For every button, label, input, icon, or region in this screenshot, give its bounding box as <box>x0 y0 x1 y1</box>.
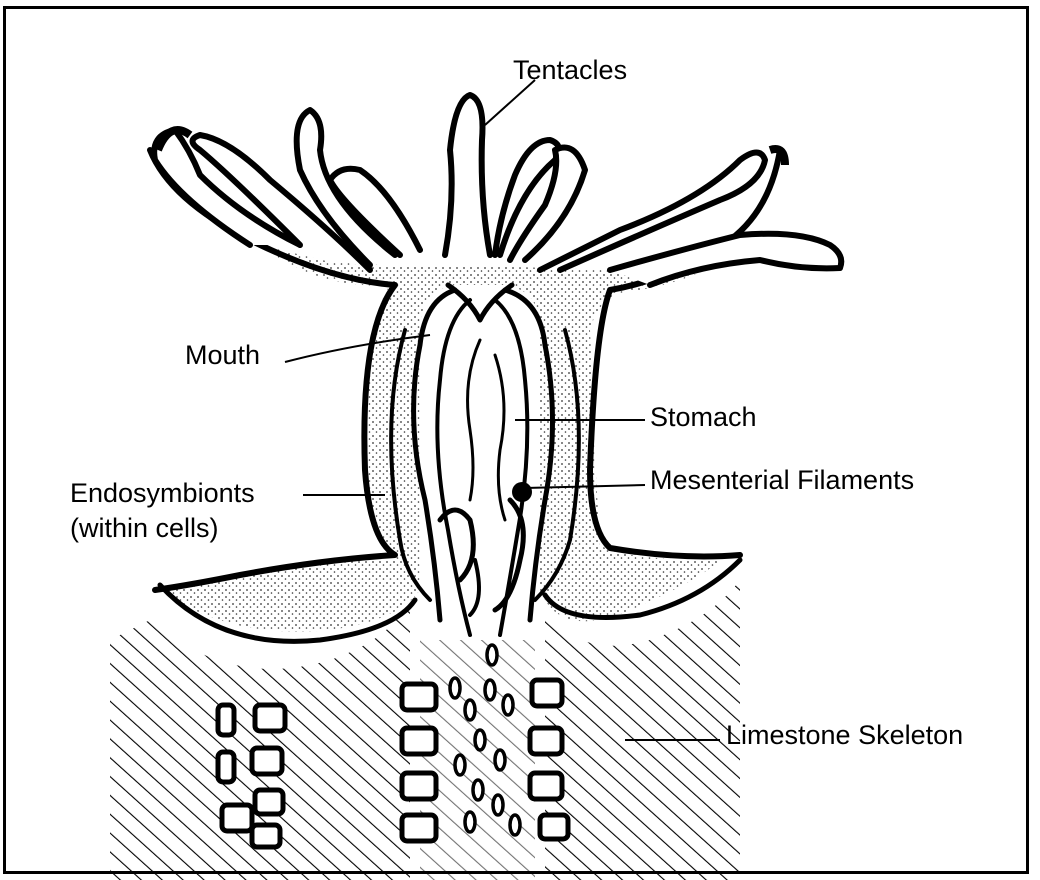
limestone-skeleton-shape <box>110 580 740 880</box>
tentacles-label: Tentacles <box>513 55 627 85</box>
tentacles-leader <box>485 80 535 125</box>
endosymbionts-sublabel: (within cells) <box>70 513 219 543</box>
mesenterial-filaments-label: Mesenterial Filaments <box>650 465 914 495</box>
mouth-label: Mouth <box>185 340 260 370</box>
endosymbionts-label: Endosymbionts <box>70 478 255 508</box>
limestone-skeleton-label: Limestone Skeleton <box>726 720 963 750</box>
stomach-label: Stomach <box>650 402 757 432</box>
tentacles-shape <box>154 95 841 285</box>
